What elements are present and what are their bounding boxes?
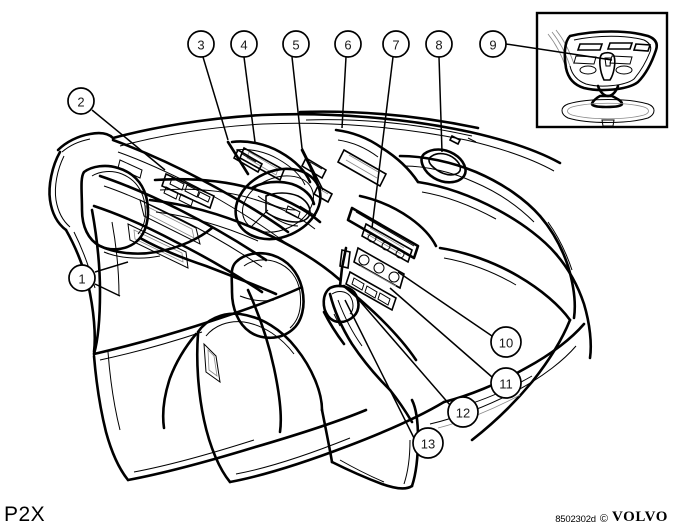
callout-4[interactable]: 4	[230, 30, 258, 58]
callout-8[interactable]: 8	[425, 30, 453, 58]
lower-switch-row	[345, 270, 397, 312]
callout-13[interactable]: 13	[412, 427, 444, 459]
steering-wheel	[226, 140, 334, 241]
leader-line-13	[344, 299, 415, 439]
callout-leader-lines	[91, 43, 613, 439]
callout-label-8: 8	[435, 38, 442, 53]
leader-line-8	[438, 56, 443, 153]
figure-footer: 8502302d © VOLVO	[555, 509, 668, 526]
callout-circle-5[interactable]	[282, 30, 310, 58]
centre-dashboard-stack	[328, 128, 438, 392]
callout-label-7: 7	[392, 38, 399, 53]
gear-selector	[322, 246, 360, 346]
footwell-and-carpet	[330, 388, 420, 490]
callout-11[interactable]: 11	[490, 367, 522, 399]
passenger-vent	[420, 134, 477, 184]
leader-line-11	[389, 287, 493, 378]
driver-seat-cushion	[92, 288, 368, 482]
driver-seat	[80, 164, 302, 361]
callout-label-4: 4	[240, 38, 247, 53]
callout-circle-3[interactable]	[187, 30, 215, 58]
callout-label-12: 12	[456, 406, 470, 421]
callout-12[interactable]: 12	[447, 396, 479, 428]
leader-line-5	[291, 56, 324, 191]
leader-line-7	[371, 56, 394, 229]
platform-label: P2X	[4, 503, 46, 526]
callout-label-1: 1	[78, 272, 85, 287]
callout-3[interactable]: 3	[187, 30, 215, 58]
leader-line-10	[397, 271, 493, 337]
callout-label-6: 6	[344, 38, 351, 53]
callout-circle-12[interactable]	[447, 396, 479, 428]
callout-circle-7[interactable]	[382, 30, 410, 58]
volvo-wordmark: VOLVO	[611, 509, 668, 525]
copyright-icon: ©	[599, 513, 608, 525]
leader-line-12	[351, 291, 451, 406]
callout-circle-8[interactable]	[425, 30, 453, 58]
callout-10[interactable]: 10	[490, 326, 522, 358]
rear-door-pocket	[161, 332, 221, 430]
callout-6[interactable]: 6	[334, 30, 362, 58]
passenger-seat-headrest	[230, 251, 305, 340]
windshield-header-and-roof-rail	[111, 110, 562, 172]
instrument-panel	[148, 140, 342, 282]
callout-label-3: 3	[197, 38, 204, 53]
document-number: 8502302d	[555, 514, 596, 525]
callout-circle-2[interactable]	[67, 87, 95, 115]
callout-circle-4[interactable]	[230, 30, 258, 58]
audio-control-panel	[361, 222, 413, 264]
callout-label-5: 5	[292, 38, 299, 53]
driver-door-panel	[90, 138, 290, 356]
leader-line-4	[243, 56, 256, 143]
passenger-seat-back	[195, 312, 446, 484]
leader-line-1	[94, 261, 129, 297]
callout-label-9: 9	[489, 38, 496, 53]
leader-line-3	[202, 56, 229, 141]
callout-5[interactable]: 5	[282, 30, 310, 58]
leader-line-9	[505, 43, 613, 61]
callout-circle-13[interactable]	[412, 427, 444, 459]
roof-console-inset	[535, 11, 669, 129]
callout-label-11: 11	[499, 377, 513, 392]
callout-label-13: 13	[421, 437, 435, 452]
callout-circle-6[interactable]	[334, 30, 362, 58]
callout-label-2: 2	[77, 95, 84, 110]
callout-7[interactable]: 7	[382, 30, 410, 58]
callout-circle-11[interactable]	[490, 367, 522, 399]
callout-circle-9[interactable]	[479, 30, 507, 58]
callout-circle-1[interactable]	[68, 264, 96, 292]
leader-line-6	[341, 56, 347, 129]
callout-9[interactable]: 9	[479, 30, 507, 58]
leader-line-2	[91, 109, 166, 171]
callout-2[interactable]: 2	[67, 87, 95, 115]
callout-circle-10[interactable]	[490, 326, 522, 358]
callout-1[interactable]: 1	[68, 264, 96, 292]
callout-label-10: 10	[499, 336, 513, 351]
climate-control-panel	[353, 246, 405, 290]
